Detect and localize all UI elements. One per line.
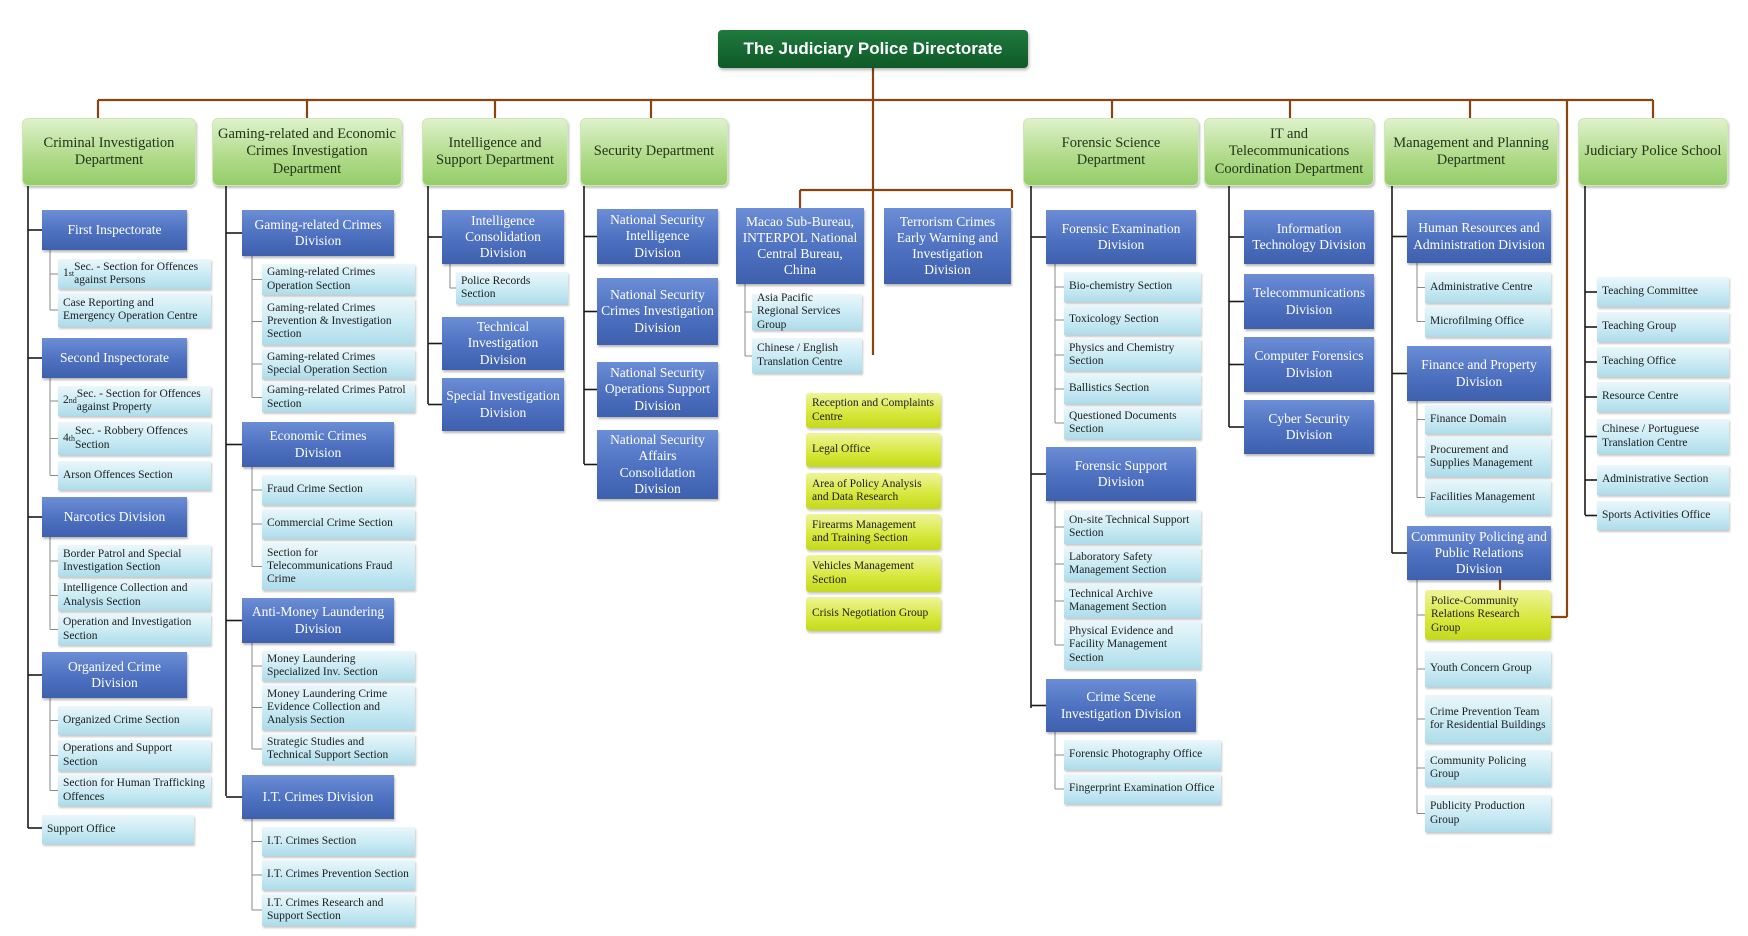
office-reception-and-complaints-centre: Reception and Complaints Centre <box>806 393 941 428</box>
division-anti-money-laundering-division: Anti-Money Laundering Division <box>242 598 394 643</box>
section-crime-prevention-team-for-residential-buildings: Crime Prevention Team for Residential Bu… <box>1425 695 1551 743</box>
section-money-laundering-crime-evidence-collection-and-analysis-section: Money Laundering Crime Evidence Collecti… <box>262 685 415 730</box>
division-organized-crime-division: Organized Crime Division <box>42 652 187 698</box>
section-gaming-related-crimes-special-operation-section: Gaming-related Crimes Special Operation … <box>262 349 415 379</box>
office-vehicles-management-section: Vehicles Management Section <box>806 555 941 592</box>
division-narcotics-division: Narcotics Division <box>42 497 187 537</box>
section-forensic-photography-office: Forensic Photography Office <box>1064 740 1221 770</box>
section-chinese-english-translation-centre: Chinese / English Translation Centre <box>752 338 862 373</box>
department-intelligence-and-support-department: Intelligence and Support Department <box>422 118 568 186</box>
office-legal-office: Legal Office <box>806 433 941 467</box>
section-commercial-crime-section: Commercial Crime Section <box>262 509 415 539</box>
section-toxicology-section: Toxicology Section <box>1064 305 1201 335</box>
division-human-resources-and-administration-division: Human Resources and Administration Divis… <box>1407 210 1551 263</box>
section-operation-and-investigation-section: Operation and Investigation Section <box>58 614 211 645</box>
section-teaching-office: Teaching Office <box>1597 347 1729 377</box>
section-i-t-crimes-research-and-support-section: I.T. Crimes Research and Support Section <box>262 894 415 926</box>
division-community-policing-and-public-relations-division: Community Policing and Public Relations … <box>1407 526 1551 580</box>
section-sports-activities-office: Sports Activities Office <box>1597 501 1729 530</box>
section-money-laundering-specialized-inv-section: Money Laundering Specialized Inv. Sectio… <box>262 651 415 681</box>
section-resource-centre: Resource Centre <box>1597 382 1729 412</box>
department-judiciary-police-school: Judiciary Police School <box>1578 118 1728 186</box>
department-security-department: Security Department <box>580 118 728 186</box>
section-section-for-telecommunications-fraud-crime: Section for Telecommunications Fraud Cri… <box>262 543 415 590</box>
section-asia-pacific-regional-services-group: Asia Pacific Regional Services Group <box>752 292 862 331</box>
division-national-security-crimes-investigation-division: National Security Crimes Investigation D… <box>597 278 718 345</box>
section-ballistics-section: Ballistics Section <box>1064 374 1201 404</box>
section-case-reporting-and-emergency-operation-centre: Case Reporting and Emergency Operation C… <box>58 293 211 327</box>
section-fraud-crime-section: Fraud Crime Section <box>262 475 415 505</box>
office-firearms-management-and-training-section: Firearms Management and Training Section <box>806 514 941 550</box>
section-section-for-human-trafficking-offences: Section for Human Trafficking Offences <box>58 775 211 806</box>
department-criminal-investigation-department: Criminal Investigation Department <box>22 118 196 186</box>
department-it-and-telecommunications-coordination-department: IT and Telecommunications Coordination D… <box>1204 118 1374 186</box>
section-microfilming-office: Microfilming Office <box>1425 306 1551 337</box>
section-organized-crime-section: Organized Crime Section <box>58 706 211 735</box>
section-intelligence-collection-and-analysis-section: Intelligence Collection and Analysis Sec… <box>58 580 211 611</box>
section-physical-evidence-and-facility-management-section: Physical Evidence and Facility Managemen… <box>1064 621 1201 669</box>
section-bio-chemistry-section: Bio-chemistry Section <box>1064 272 1201 302</box>
section-teaching-group: Teaching Group <box>1597 312 1729 342</box>
department-gaming-related-and-economic-crimes-investigation-department: Gaming-related and Economic Crimes Inves… <box>212 118 402 186</box>
section-youth-concern-group: Youth Concern Group <box>1425 651 1551 687</box>
section-i-t-crimes-prevention-section: I.T. Crimes Prevention Section <box>262 860 415 890</box>
section-border-patrol-and-special-investigation-section: Border Patrol and Special Investigation … <box>58 545 211 577</box>
division-finance-and-property-division: Finance and Property Division <box>1407 346 1551 401</box>
division-first-inspectorate: First Inspectorate <box>42 210 187 250</box>
section-support-office: Support Office <box>42 815 194 844</box>
section-police-records-section: Police Records Section <box>456 272 568 304</box>
section-chinese-portuguese-translation-centre: Chinese / Portuguese Translation Centre <box>1597 419 1729 454</box>
division-technical-investigation-division: Technical Investigation Division <box>442 317 564 370</box>
division-i-t-crimes-division: I.T. Crimes Division <box>242 775 394 819</box>
division-crime-scene-investigation-division: Crime Scene Investigation Division <box>1046 679 1196 732</box>
section-gaming-related-crimes-prevention-investigation-section: Gaming-related Crimes Prevention & Inves… <box>262 298 415 345</box>
department-forensic-science-department: Forensic Science Department <box>1023 118 1199 186</box>
division-gaming-related-crimes-division: Gaming-related Crimes Division <box>242 210 394 256</box>
section-facilities-management: Facilities Management <box>1425 480 1551 515</box>
section-community-policing-group: Community Policing Group <box>1425 750 1551 786</box>
division-forensic-examination-division: Forensic Examination Division <box>1046 210 1196 264</box>
division-economic-crimes-division: Economic Crimes Division <box>242 422 394 467</box>
section-laboratory-safety-management-section: Laboratory Safety Management Section <box>1064 547 1201 581</box>
division-national-security-intelligence-division: National Security Intelligence Division <box>597 209 718 264</box>
page-title: The Judiciary Police Directorate <box>718 30 1028 68</box>
section-strategic-studies-and-technical-support-section: Strategic Studies and Technical Support … <box>262 734 415 764</box>
division-national-security-affairs-consolidation-division: National Security Affairs Consolidation … <box>597 430 718 499</box>
section-gaming-related-crimes-patrol-section: Gaming-related Crimes Patrol Section <box>262 383 415 412</box>
division-terrorism-crimes-early-warning-and-investigation-division: Terrorism Crimes Early Warning and Inves… <box>884 208 1011 284</box>
section-technical-archive-management-section: Technical Archive Management Section <box>1064 584 1201 618</box>
section-teaching-committee: Teaching Committee <box>1597 277 1729 307</box>
office-police-community-relations-research-group: Police-Community Relations Research Grou… <box>1425 590 1551 640</box>
department-management-and-planning-department: Management and Planning Department <box>1384 118 1558 186</box>
division-special-investigation-division: Special Investigation Division <box>442 378 564 431</box>
section-fingerprint-examination-office: Fingerprint Examination Office <box>1064 774 1221 804</box>
division-intelligence-consolidation-division: Intelligence Consolidation Division <box>442 210 564 264</box>
section-procurement-and-supplies-management: Procurement and Supplies Management <box>1425 437 1551 477</box>
office-crisis-negotiation-group: Crisis Negotiation Group <box>806 597 941 631</box>
section-questioned-documents-section: Questioned Documents Section <box>1064 407 1201 439</box>
division-computer-forensics-division: Computer Forensics Division <box>1244 337 1374 392</box>
section-i-t-crimes-section: I.T. Crimes Section <box>262 827 415 856</box>
office-area-of-policy-analysis-and-data-research: Area of Policy Analysis and Data Researc… <box>806 473 941 509</box>
section-administrative-section: Administrative Section <box>1597 465 1729 495</box>
section-physics-and-chemistry-section: Physics and Chemistry Section <box>1064 339 1201 371</box>
section-administrative-centre: Administrative Centre <box>1425 272 1551 303</box>
division-cyber-security-division: Cyber Security Division <box>1244 400 1374 454</box>
division-macao-sub-bureau-interpol-national-central-bureau-china: Macao Sub-Bureau, INTERPOL National Cent… <box>736 208 864 284</box>
section-publicity-production-group: Publicity Production Group <box>1425 795 1551 832</box>
division-national-security-operations-support-division: National Security Operations Support Div… <box>597 362 718 417</box>
division-forensic-support-division: Forensic Support Division <box>1046 447 1196 501</box>
division-second-inspectorate: Second Inspectorate <box>42 338 187 378</box>
section-finance-domain: Finance Domain <box>1425 405 1551 434</box>
division-information-technology-division: Information Technology Division <box>1244 210 1374 264</box>
section-operations-and-support-section: Operations and Support Section <box>58 740 211 771</box>
section-arson-offences-section: Arson Offences Section <box>58 461 211 490</box>
section-gaming-related-crimes-operation-section: Gaming-related Crimes Operation Section <box>262 264 415 295</box>
section-on-site-technical-support-section: On-site Technical Support Section <box>1064 510 1201 544</box>
division-telecommunications-division: Telecommunications Division <box>1244 274 1374 329</box>
